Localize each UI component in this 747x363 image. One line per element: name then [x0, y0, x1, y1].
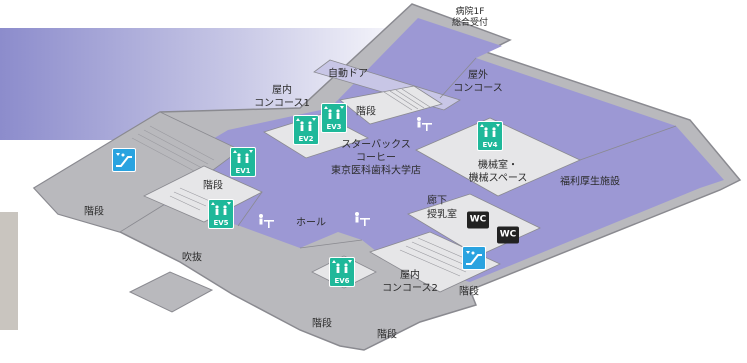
background-photo — [0, 212, 18, 330]
elevator-people-icon — [324, 106, 344, 119]
cafe-seating-icon — [352, 211, 372, 227]
cafe-seating-icon — [256, 213, 276, 229]
stairs-top-area — [339, 85, 443, 125]
elevator-people-icon — [233, 150, 253, 163]
elevator-icon[interactable]: EV4 — [477, 121, 503, 151]
welfare-facility-label: 福利厚生施設 — [560, 176, 620, 188]
auto-door-label: 自動ドア — [328, 68, 368, 80]
elevator-label: EV1 — [235, 167, 251, 175]
elevator-label: EV6 — [334, 277, 350, 285]
elevator-label: EV3 — [326, 123, 342, 131]
elevator-people-icon — [480, 124, 500, 137]
hall-label: ホール — [296, 217, 326, 229]
stairs-right-label: 階段 — [459, 286, 479, 298]
elevator-people-icon — [296, 118, 316, 131]
stairs-left-upper-label: 階段 — [203, 180, 223, 192]
elevator-icon[interactable]: EV2 — [293, 115, 319, 145]
escalator-glyph — [466, 251, 482, 265]
nursing-room-label: 授乳室 — [427, 209, 457, 221]
elevator-people-icon — [332, 260, 352, 273]
indoor-concourse-2-label: 屋内 コンコース2 — [382, 270, 438, 294]
elevator-icon[interactable]: EV3 — [321, 103, 347, 133]
corridor-label: 廊下 — [427, 195, 447, 207]
stairs-top-label: 階段 — [356, 106, 376, 118]
atrium-void — [128, 271, 214, 313]
elevator-icon[interactable]: EV5 — [208, 199, 234, 229]
indoor-concourse-1-label: 屋内 コンコース1 — [254, 85, 310, 109]
elevator-label: EV2 — [298, 135, 314, 143]
cafe-seating-icon — [414, 116, 434, 132]
escalator-icon[interactable] — [112, 148, 136, 172]
right-stairs-area — [369, 231, 501, 293]
outdoor-concourse-label: 屋外 コンコース — [453, 70, 503, 94]
restroom-icon[interactable]: WC — [497, 226, 519, 244]
restroom-icon[interactable]: WC — [467, 211, 489, 229]
stairs-left-label: 階段 — [84, 206, 104, 218]
escalator-glyph — [116, 153, 132, 167]
escalator-icon[interactable] — [462, 246, 486, 270]
elevator-label: EV5 — [213, 219, 229, 227]
elevator-icon[interactable]: EV1 — [230, 147, 256, 177]
stairs-bottom-label: 階段 — [312, 318, 332, 330]
hospital-1f-reception-label: 病院1F 総合受付 — [451, 7, 489, 28]
stairs-bottom-2-label: 階段 — [377, 329, 397, 341]
machine-room-label: 機械室・ 機械スペース — [468, 160, 528, 184]
elevator-icon[interactable]: EV6 — [329, 257, 355, 287]
elevator-label: EV4 — [482, 141, 498, 149]
atrium-label: 吹抜 — [182, 252, 202, 264]
starbucks-label: スターバックス コーヒー 東京医科歯科大学店 — [331, 139, 421, 177]
elevator-people-icon — [211, 202, 231, 215]
